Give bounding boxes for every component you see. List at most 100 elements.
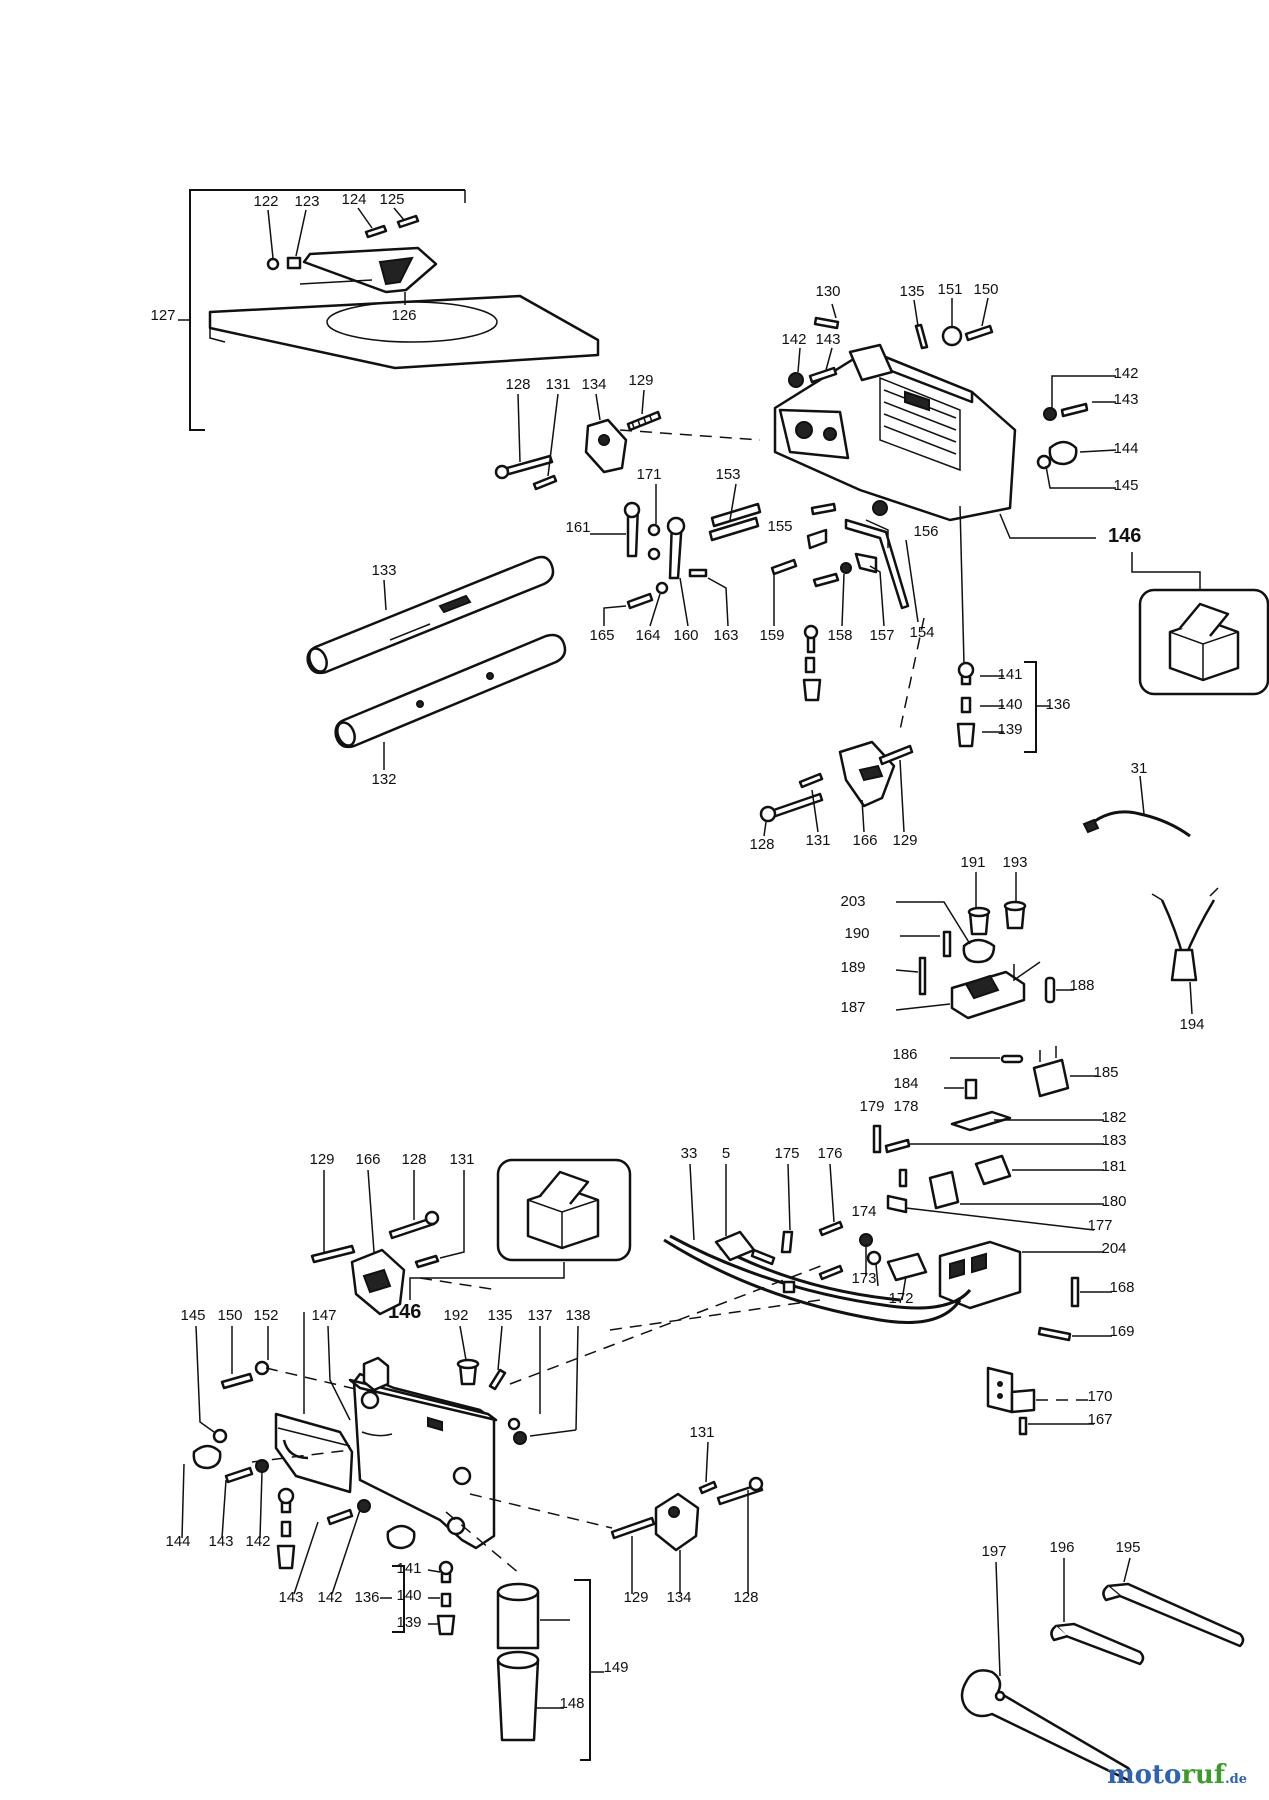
pin-188	[1044, 976, 1056, 1004]
screw-125	[396, 214, 420, 229]
wrench-197	[960, 1669, 1133, 1782]
part-label-161: 161	[565, 519, 590, 536]
part-123	[286, 256, 302, 270]
part-label-157: 157	[869, 627, 894, 644]
screw-143-c	[326, 1508, 354, 1526]
part-181	[974, 1154, 1012, 1186]
part-label-122: 122	[253, 193, 278, 210]
screw-167	[1018, 1416, 1028, 1436]
part-label-130: 130	[815, 283, 840, 300]
washer-164	[655, 581, 669, 595]
part-label-187: 187	[840, 999, 865, 1016]
part-label-191: 191	[960, 854, 985, 871]
plate-182	[950, 1110, 1012, 1132]
bracket-170	[986, 1366, 1094, 1436]
spring-129	[626, 410, 662, 432]
screw-130	[813, 316, 840, 330]
part-label-186: 186	[892, 1046, 917, 1063]
part-label-131: 131	[689, 1424, 714, 1441]
knob-144	[1048, 440, 1078, 466]
part-label-168: 168	[1109, 1279, 1134, 1296]
part-label-178: 178	[893, 1098, 918, 1115]
part-label-138: 138	[565, 1307, 590, 1324]
screw-131-d	[698, 1480, 718, 1495]
bracket-157	[854, 552, 878, 574]
part-label-33: 33	[681, 1145, 698, 1162]
part-label-169: 169	[1109, 1323, 1134, 1340]
part-label-150: 150	[973, 281, 998, 298]
part-label-145: 145	[180, 1307, 205, 1324]
part-label-129: 129	[623, 1589, 648, 1606]
part-label-144: 144	[1113, 440, 1138, 457]
part-label-5: 5	[722, 1145, 730, 1162]
part-label-156: 156	[913, 523, 938, 540]
ring-203	[962, 938, 996, 964]
rod-154	[844, 518, 910, 610]
pin-163	[688, 568, 708, 578]
part-label-170: 170	[1087, 1388, 1112, 1405]
terminal-assembly	[859, 1110, 1112, 1342]
part-label-148: 148	[559, 1695, 584, 1712]
callout-146-upper: 146	[1108, 525, 1141, 547]
plug-5	[714, 1230, 756, 1262]
cap-139-d	[436, 1614, 456, 1636]
part-label-163: 163	[713, 627, 738, 644]
knob-144-c	[386, 1524, 416, 1550]
part-label-31: 31	[1131, 760, 1148, 777]
part-label-141: 141	[997, 666, 1022, 683]
part-label-179: 179	[859, 1098, 884, 1115]
bracket-127	[189, 189, 465, 431]
watermark-suffix: .de	[1225, 1772, 1247, 1787]
screw-178	[898, 1168, 908, 1188]
part-label-127: 127	[150, 307, 175, 324]
tube-132	[334, 633, 567, 749]
screw-189	[918, 956, 927, 996]
part-label-125: 125	[379, 191, 404, 208]
part-label-194: 194	[1179, 1016, 1204, 1033]
part-label-171: 171	[636, 466, 661, 483]
part-label-158: 158	[827, 627, 852, 644]
screw-190	[942, 930, 952, 958]
leader-146-upper	[999, 513, 1096, 539]
part-label-167: 167	[1087, 1411, 1112, 1428]
part-label-132: 132	[371, 771, 396, 788]
screw-135-b	[488, 1368, 507, 1391]
part-label-196: 196	[1049, 1539, 1074, 1556]
block-180	[928, 1170, 960, 1210]
part-label-136: 136	[1045, 696, 1070, 713]
spring-129-b	[878, 744, 914, 766]
screw-179	[872, 1124, 882, 1154]
part-label-193: 193	[1002, 854, 1027, 871]
knob-144-b	[192, 1444, 222, 1470]
tube-133	[306, 555, 555, 675]
part-label-182: 182	[1101, 1109, 1126, 1126]
part-label-150: 150	[217, 1307, 242, 1324]
wrench-195	[1106, 1582, 1245, 1648]
part-label-177: 177	[1087, 1217, 1112, 1234]
bracket-170-body	[986, 1366, 1014, 1414]
part-label-184: 184	[893, 1075, 918, 1092]
part-label-139: 139	[997, 721, 1022, 738]
part-label-135: 135	[899, 283, 924, 300]
wrenches	[960, 1557, 1245, 1782]
part-label-160: 160	[673, 627, 698, 644]
part-label-131: 131	[545, 376, 570, 393]
screw-124	[364, 224, 388, 239]
clip-175	[780, 1230, 794, 1254]
spring-129-c	[310, 1244, 356, 1264]
part-label-175: 175	[774, 1145, 799, 1162]
cable-31	[1082, 775, 1191, 838]
screw-183	[884, 1138, 911, 1154]
part-label-142: 142	[245, 1533, 270, 1550]
screw-143-b	[224, 1466, 254, 1484]
part-label-181: 181	[1101, 1158, 1126, 1175]
part-label-172: 172	[888, 1290, 913, 1307]
part-label-140: 140	[997, 696, 1022, 713]
clamp-assembly-upper	[494, 389, 919, 702]
nut-142	[788, 372, 804, 388]
part-label-134: 134	[666, 1589, 691, 1606]
screw-135	[914, 323, 929, 350]
main-housing-upper: 146	[773, 297, 1269, 696]
